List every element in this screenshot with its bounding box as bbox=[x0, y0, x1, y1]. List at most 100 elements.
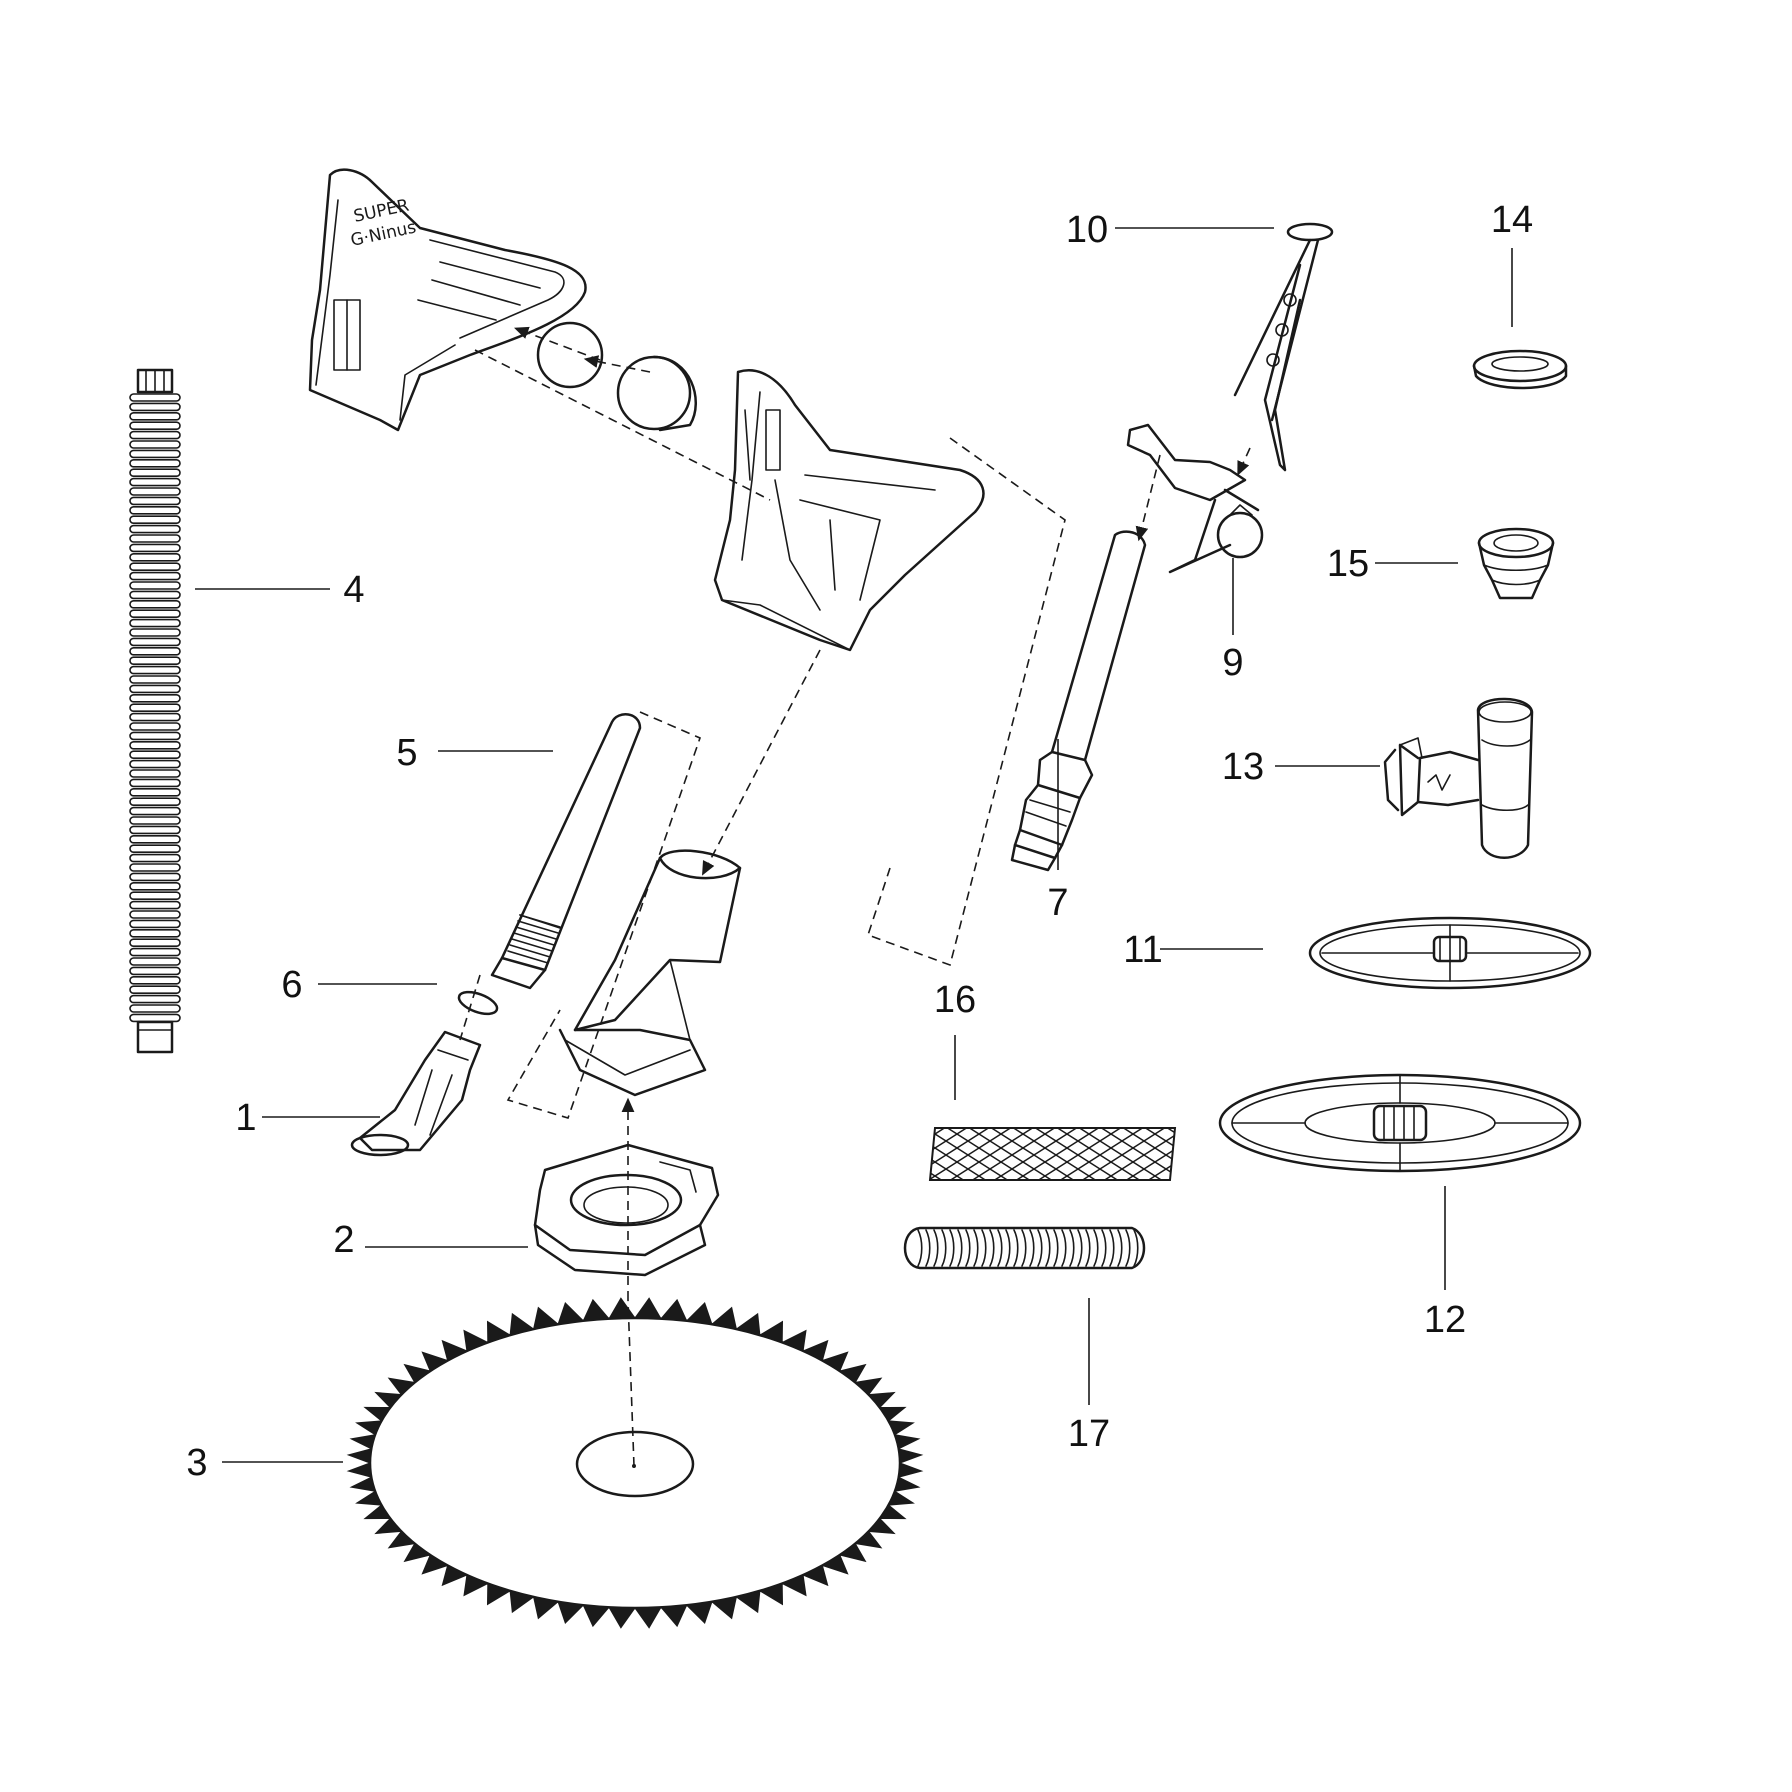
hose-rib bbox=[129, 900, 181, 910]
tube-rib bbox=[941, 1229, 947, 1267]
tube-rib bbox=[1133, 1229, 1139, 1267]
tube-hatching bbox=[507, 914, 561, 964]
disc-tooth bbox=[801, 1339, 829, 1362]
disc-tooth bbox=[894, 1434, 921, 1450]
disc-tooth bbox=[898, 1462, 924, 1478]
hose-rib bbox=[129, 524, 181, 534]
hose-rib bbox=[129, 769, 181, 778]
disc-tooth bbox=[582, 1298, 611, 1322]
body-shell-bottom bbox=[713, 369, 985, 652]
disc-tooth bbox=[355, 1490, 383, 1506]
callout-15: 15 bbox=[1327, 543, 1369, 585]
part-3-disc bbox=[346, 1297, 924, 1629]
disc-tooth bbox=[735, 1312, 761, 1336]
hatch-line bbox=[519, 914, 561, 928]
hose-rib bbox=[129, 787, 181, 797]
hose-rib bbox=[129, 957, 181, 966]
hose-rib bbox=[129, 628, 181, 637]
disc-tooth bbox=[441, 1564, 469, 1587]
hose-rib bbox=[129, 656, 181, 666]
hose-rib bbox=[129, 825, 181, 835]
disc-tooth bbox=[821, 1554, 849, 1575]
hose-rib bbox=[129, 675, 181, 684]
hatch-line bbox=[515, 926, 557, 940]
tube-rib bbox=[1069, 1229, 1075, 1267]
disc-tooth bbox=[463, 1329, 490, 1352]
callout-14: 14 bbox=[1491, 199, 1533, 241]
hose-rib bbox=[129, 872, 181, 882]
callout-13: 13 bbox=[1222, 746, 1264, 788]
hose-rib bbox=[129, 966, 181, 976]
disc-tooth bbox=[894, 1476, 921, 1492]
part-10-valve-frame bbox=[1126, 222, 1334, 574]
hose-rib bbox=[129, 693, 181, 703]
hose-rib bbox=[129, 928, 181, 938]
disc-tooth bbox=[582, 1604, 611, 1628]
callout-1: 1 bbox=[235, 1097, 256, 1139]
disc-tooth bbox=[387, 1530, 416, 1549]
disc-tooth bbox=[363, 1406, 392, 1422]
tube-rib bbox=[981, 1229, 987, 1267]
hatch-line bbox=[507, 950, 549, 964]
hatch-line bbox=[511, 938, 553, 952]
disc-tooth bbox=[685, 1301, 713, 1325]
hose-rib bbox=[129, 562, 181, 572]
hose-rib bbox=[129, 881, 181, 891]
part-14-ring bbox=[1472, 349, 1568, 390]
part-5-tube bbox=[490, 713, 642, 990]
callout-7: 7 bbox=[1047, 882, 1068, 924]
disc-tooth bbox=[374, 1391, 403, 1409]
hose-rib bbox=[129, 863, 181, 872]
hose-rib bbox=[129, 599, 181, 609]
disc-tooth bbox=[441, 1339, 469, 1362]
tube-rib bbox=[1125, 1229, 1131, 1267]
disc-tooth bbox=[421, 1351, 449, 1372]
disc-tooth bbox=[710, 1596, 738, 1620]
disc-tooth bbox=[463, 1574, 490, 1597]
hose-rib bbox=[129, 778, 181, 788]
body-shell-top: SUPER G·Ninus bbox=[308, 168, 587, 432]
hose-rib bbox=[129, 759, 181, 769]
hose-rib bbox=[129, 468, 181, 478]
callout-11: 11 bbox=[1123, 929, 1162, 971]
hose-rib bbox=[129, 505, 181, 515]
disc-tooth bbox=[801, 1564, 829, 1587]
part-12-wheel bbox=[1218, 1073, 1582, 1173]
tube-rib bbox=[1037, 1229, 1043, 1267]
part-16-mesh bbox=[928, 1127, 1177, 1181]
part-15-bushing bbox=[1477, 527, 1555, 600]
hose-rib bbox=[129, 477, 181, 487]
hose-rib bbox=[129, 430, 181, 440]
part-6-o-ring bbox=[457, 990, 499, 1016]
disc-tooth bbox=[509, 1590, 535, 1614]
callout-2: 2 bbox=[333, 1219, 354, 1261]
hose-rib bbox=[129, 1013, 181, 1023]
hose-rib bbox=[129, 816, 181, 825]
disc-tooth bbox=[374, 1517, 403, 1535]
disc-tooth bbox=[532, 1596, 560, 1620]
hose-rib bbox=[129, 646, 181, 656]
hose-rib bbox=[129, 740, 181, 750]
tube-rib bbox=[933, 1229, 939, 1267]
tube-rib bbox=[949, 1229, 955, 1267]
hose-rib bbox=[129, 891, 181, 901]
hose-rib bbox=[129, 994, 181, 1004]
callout-4: 4 bbox=[343, 569, 364, 611]
tube-rib bbox=[973, 1229, 979, 1267]
disc-tooth bbox=[878, 1504, 907, 1520]
disc-tooth bbox=[659, 1604, 688, 1628]
part-1-nozzle bbox=[350, 1030, 482, 1157]
hose-rib bbox=[129, 637, 181, 647]
hose-ribs bbox=[129, 393, 181, 1023]
disc-tooth bbox=[403, 1363, 432, 1384]
hose-rib bbox=[129, 910, 181, 919]
disc-tooth bbox=[532, 1306, 560, 1330]
disc-tooth bbox=[486, 1582, 512, 1606]
tube-rib bbox=[1053, 1229, 1059, 1267]
hose-rib bbox=[129, 458, 181, 468]
disc-tooth bbox=[349, 1476, 376, 1492]
disc-tooth bbox=[867, 1391, 896, 1409]
disc-tooth bbox=[758, 1320, 784, 1344]
hose-rib bbox=[129, 411, 181, 421]
disc-tooth bbox=[780, 1329, 807, 1352]
